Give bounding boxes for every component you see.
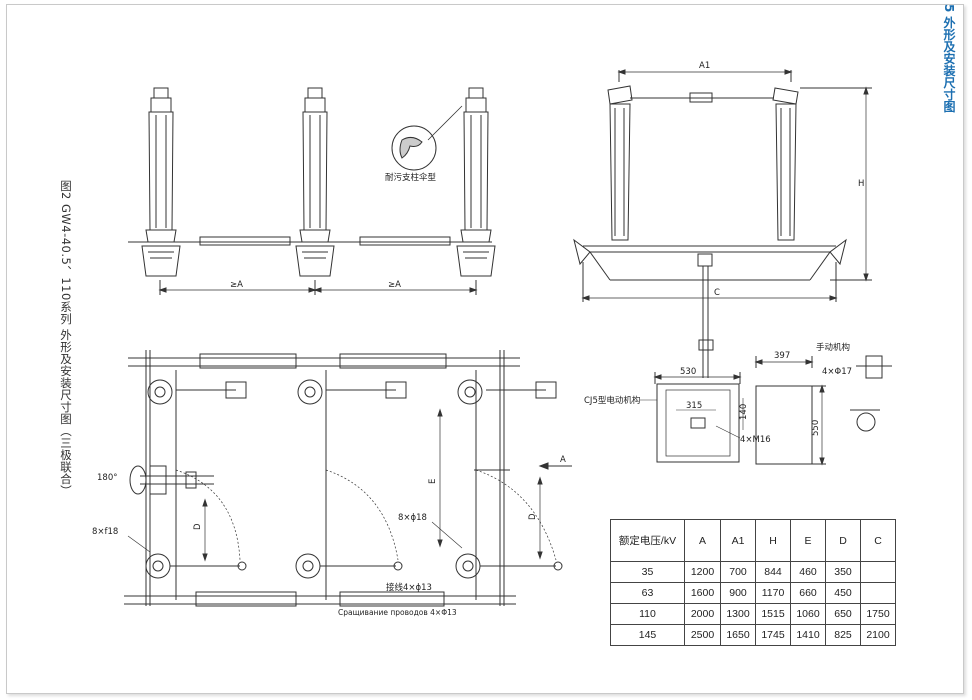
plan-view: D E D A 180° 8×f18 8×ϕ18 接线4×ϕ13 Сращива… [92,350,572,617]
dim-a-left: ≥A [230,280,243,290]
insulator-shed-detail [391,105,463,171]
table-cell: 145 [610,624,685,646]
bolt-4x17: 4×Φ17 [822,367,852,377]
insulator-type-label: 耐污支柱伞型 [385,172,437,183]
insulator-column-middle [295,87,335,277]
table-cell: 1060 [790,603,826,625]
col-voltage: 额定电压/kV [610,519,685,562]
table-cell: 35 [610,561,685,583]
figure-caption: 图2 GW4-40.5、110系列 外形及安装尺寸图（三极联合） [59,180,73,497]
table-cell: 900 [720,582,756,604]
dim-h: H [858,179,864,189]
table-cell [860,582,896,604]
table-cell: 700 [720,561,756,583]
table-cell: 2500 [684,624,721,646]
insulator-column-right [456,87,496,277]
holes-8xf18-left: 8×f18 [92,527,118,537]
table-cell: 110 [610,603,685,625]
col-c: C [860,519,896,562]
holes-8xf18-right: 8×ϕ18 [398,513,427,523]
table-row: 145 2500 1650 1745 1410 825 2100 [610,624,896,646]
terminal-label-ru: Сращивание проводов 4×Φ13 [338,608,457,617]
dim-a1: A1 [699,61,710,71]
col-h: H [755,519,791,562]
table-cell: 63 [610,582,685,604]
dim-140: 140 [739,404,749,420]
dim-a-right: ≥A [388,280,401,290]
table-cell: 1200 [684,561,721,583]
table-cell: 1750 [860,603,896,625]
table-cell: 825 [825,624,861,646]
table-header-row: 额定电压/kV A A1 H E D C [610,519,896,562]
manual-mech-label: 手动机构 [816,342,850,353]
table-row: 35 1200 700 844 460 350 [610,561,896,583]
col-a: A [684,519,721,562]
motor-mech-label: CJ5型电动机构 [584,395,640,406]
side-view: A1 H C [573,61,872,378]
table-cell: 1745 [755,624,791,646]
angle-180-label: 180° [97,473,117,483]
dim-d-left: D [193,523,203,530]
table-row: 110 2000 1300 1515 1060 650 1750 [610,603,896,625]
table-row: 63 1600 900 1170 660 450 [610,582,896,604]
dim-530: 530 [680,367,696,377]
section-header: 5 外形及安装尺寸图 [942,4,956,113]
table-cell: 1600 [684,582,721,604]
table-cell: 650 [825,603,861,625]
dim-d-right: D [528,513,538,520]
dim-315: 315 [686,401,702,411]
bolt-4xm16: 4×M16 [740,435,771,445]
table-cell: 450 [825,582,861,604]
view-a-label: A [560,455,566,465]
front-view: ≥A ≥A 耐污支柱伞型 [128,87,496,295]
table-cell: 1300 [720,603,756,625]
dim-e: E [428,479,438,484]
motor-mechanism: 530 315 140 4×M16 CJ5型电动机构 397 550 [584,342,892,466]
table-cell: 1170 [755,582,791,604]
table-cell: 660 [790,582,826,604]
col-a1: A1 [720,519,756,562]
col-d: D [825,519,861,562]
table-cell: 350 [825,561,861,583]
table-cell: 2000 [684,603,721,625]
table-cell [860,561,896,583]
page-border [6,4,964,694]
table-cell: 1650 [720,624,756,646]
dim-c: C [714,288,720,298]
insulator-column-left [141,87,181,277]
table-cell: 1515 [755,603,791,625]
dim-550: 550 [811,420,821,436]
dimension-table: 额定电压/kV A A1 H E D C 35 1200 700 844 460… [610,519,896,646]
table-cell: 2100 [860,624,896,646]
col-e: E [790,519,826,562]
table-cell: 844 [755,561,791,583]
table-cell: 460 [790,561,826,583]
terminal-label: 接线4×ϕ13 [386,582,432,593]
table-cell: 1410 [790,624,826,646]
dim-397: 397 [774,351,790,361]
